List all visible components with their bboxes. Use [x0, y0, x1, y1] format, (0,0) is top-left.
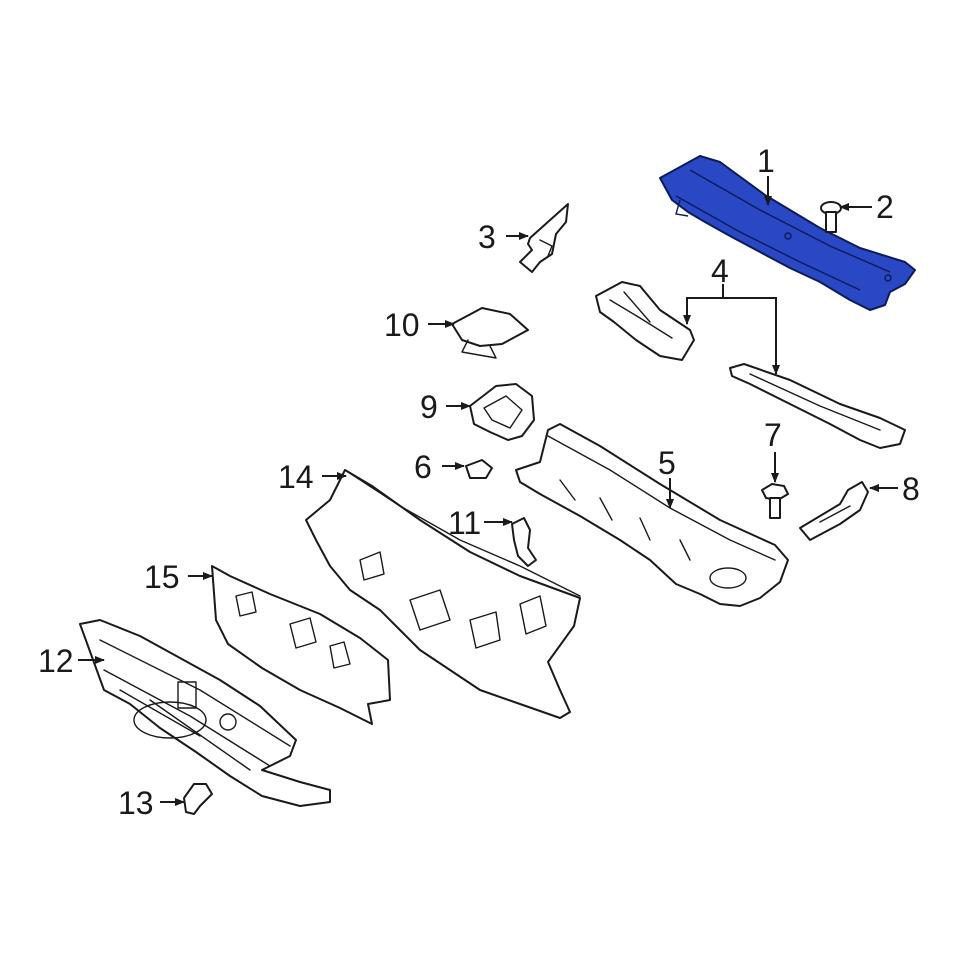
callout-7: 7: [764, 417, 782, 453]
part-12-ribs: [99, 639, 291, 771]
part-7-bolt[interactable]: [761, 483, 789, 519]
part-8-body: [799, 481, 869, 541]
callout-9: 9: [420, 389, 438, 425]
part-11-body: [511, 517, 537, 567]
callout-8: 8: [902, 471, 920, 507]
part-11-seal[interactable]: [511, 517, 537, 567]
part-4a-detail: [609, 291, 673, 339]
callout-13: 13: [118, 785, 154, 821]
part-9-body: [469, 383, 535, 441]
part-12-tunnel: [133, 701, 207, 739]
part-1-ridge: [689, 169, 891, 273]
part-5-body: [515, 423, 789, 607]
part-14-insulator[interactable]: [305, 469, 581, 719]
part-10-plate[interactable]: [451, 307, 529, 359]
part-2-shank: [825, 211, 837, 233]
callout-14: 14: [278, 459, 314, 495]
leaders: [78, 176, 898, 806]
callouts: 1 2 3 4 5 6 7 8 9 10 11 12 13 14 15: [38, 143, 920, 821]
part-5-inner-cowl[interactable]: [515, 423, 789, 607]
callout-6: 6: [414, 449, 432, 485]
part-8-detail: [819, 505, 851, 523]
part-9-detail: [483, 395, 523, 429]
callout-15: 15: [144, 559, 180, 595]
part-13-body: [183, 783, 213, 815]
part-12-body: [79, 619, 331, 807]
part-4-duct[interactable]: [595, 281, 695, 361]
part-8-bracket[interactable]: [799, 481, 869, 541]
callout-5: 5: [658, 445, 676, 481]
part-1-hole-2: [884, 274, 892, 282]
part-1-hole: [784, 232, 792, 240]
part-14-ridge: [344, 469, 581, 597]
part-13-bracket[interactable]: [183, 783, 213, 815]
part-1-edge: [675, 195, 861, 291]
leader-4-bracket: [686, 297, 777, 370]
callout-4: 4: [711, 253, 729, 289]
part-6-clip[interactable]: [465, 459, 493, 479]
part-3-body: [519, 203, 569, 273]
part-1-cowl-panel[interactable]: [659, 155, 916, 311]
callout-10: 10: [384, 307, 420, 343]
part-5-ribs: [559, 479, 691, 561]
part-7-head: [761, 483, 789, 501]
part-15-body: [211, 565, 391, 725]
part-3-fold: [539, 239, 553, 257]
part-7-shank: [769, 497, 781, 519]
part-14-cutouts: [359, 551, 547, 649]
callout-11: 11: [448, 505, 481, 541]
callout-1: 1: [757, 143, 775, 179]
callout-12: 12: [38, 643, 74, 679]
callout-3: 3: [478, 219, 496, 255]
part-12-hole: [219, 713, 237, 731]
part-10-body: [451, 307, 529, 347]
part-2-clip[interactable]: [820, 201, 842, 233]
part-9-bracket[interactable]: [469, 383, 535, 441]
part-10-stand: [461, 339, 497, 359]
part-4b-detail: [749, 373, 881, 431]
part-15-cutouts: [235, 591, 351, 669]
part-3-bracket[interactable]: [519, 203, 569, 273]
callout-2: 2: [876, 189, 894, 225]
part-12-dash-panel[interactable]: [79, 619, 331, 807]
part-5-hole: [709, 567, 747, 589]
part-6-body: [465, 459, 493, 479]
part-12-opening: [177, 681, 197, 709]
part-1-bracket: [675, 199, 689, 217]
part-4-rail[interactable]: [729, 363, 906, 449]
part-15-pad[interactable]: [211, 565, 391, 725]
